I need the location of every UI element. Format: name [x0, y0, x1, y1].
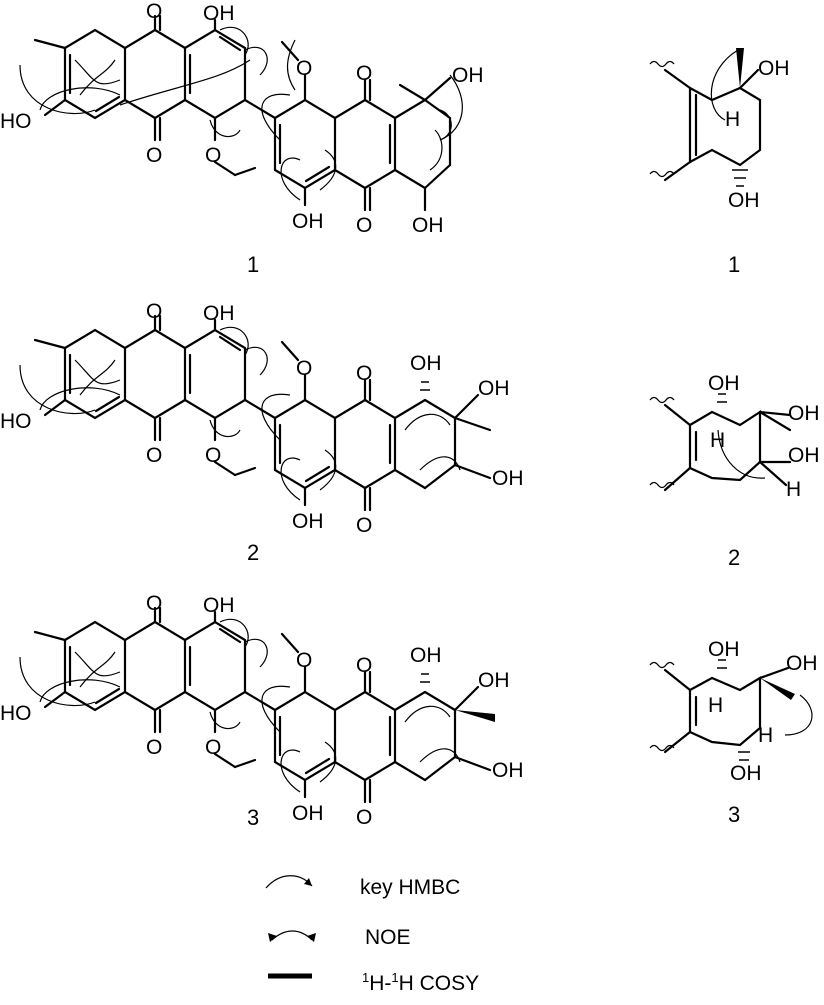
c1-o-bottom-left: O: [146, 144, 162, 167]
legend-hmbc-label: key HMBC: [360, 876, 460, 899]
compound-3-number: 3: [247, 805, 259, 830]
c3-oh-top: OH: [203, 594, 235, 617]
noe-legend-arrow: [271, 930, 313, 941]
hmbc-legend-arrow: [265, 875, 313, 889]
c2-o-top-left: O: [146, 300, 162, 323]
compound-1-structure: O O OH HO O O O O OH OH OH: [0, 0, 484, 237]
compound-1p-number: 1: [728, 252, 740, 277]
c2p-h-a: H: [710, 429, 725, 452]
c1-o-quinone-bottom: O: [356, 214, 372, 237]
c2-oh-top: OH: [203, 302, 235, 325]
compound-2-number: 2: [247, 540, 259, 565]
c2p-oh-a: OH: [708, 372, 740, 395]
cosy-sup-a: 1: [362, 970, 369, 985]
c2-o-methoxy-bottom: O: [205, 444, 221, 467]
c1-ho-left: HO: [0, 110, 32, 133]
c1-o-top-left: O: [146, 0, 162, 23]
c1-oh-ring-right: OH: [452, 64, 484, 87]
c1p-oh-a: OH: [758, 57, 790, 80]
c3p-h-a: H: [708, 694, 723, 717]
c3-oh-quinone-bottom: OH: [292, 802, 324, 825]
c2-oh-ring-c: OH: [492, 467, 524, 490]
c3-o-bottom-left: O: [146, 736, 162, 759]
c2-ho-left: HO: [0, 410, 32, 433]
c2-o-methoxy-top: O: [296, 357, 312, 380]
legend-noe-label: NOE: [365, 926, 411, 949]
c1-o-methoxy-top: O: [296, 57, 312, 80]
cosy-h-b: H COSY: [399, 972, 480, 995]
c3p-oh-a: OH: [708, 638, 740, 661]
compound-3p-number: 3: [728, 802, 740, 827]
compound-1-partial: OH OH H: [649, 48, 790, 212]
c3-o-methoxy-top: O: [296, 649, 312, 672]
c1-oh-top: OH: [203, 2, 235, 25]
c3-ho-left: HO: [0, 702, 32, 725]
c2-oh-quinone-bottom: OH: [292, 510, 324, 533]
compound-1-number: 1: [247, 252, 259, 277]
c2p-oh-b: OH: [788, 402, 820, 425]
c2p-oh-c: OH: [788, 444, 820, 467]
legend: key HMBC NOE 1H-1H COSY: [265, 875, 479, 995]
c3-o-methoxy-bottom: O: [205, 736, 221, 759]
c3-oh-ring-b: OH: [478, 669, 510, 692]
compound-2p-number: 2: [728, 545, 740, 570]
legend-cosy-label: 1H-1H COSY: [362, 970, 479, 995]
c1p-h: H: [725, 108, 740, 131]
compound-3-partial: OH OH OH H H: [649, 638, 818, 785]
c3-o-quinone-bottom: O: [356, 806, 372, 829]
c1-o-methoxy-bottom: O: [205, 144, 221, 167]
c1-oh-ring-bottom: OH: [412, 214, 444, 237]
c1-oh-quinone-bottom: OH: [292, 210, 324, 233]
c3p-oh-c: OH: [730, 762, 762, 785]
compound-3-structure: O O OH HO O O O O OH OH OH OH: [0, 592, 524, 829]
c2-o-bottom-left: O: [146, 444, 162, 467]
c2-o-quinone-top: O: [356, 362, 372, 385]
compound-2-partial: OH OH OH H H: [649, 372, 820, 501]
c1p-oh-b: OH: [728, 189, 760, 212]
c3-o-top-left: O: [146, 592, 162, 615]
c3p-h-b: H: [758, 724, 773, 747]
c2p-h-b: H: [786, 478, 801, 501]
c3-o-quinone-top: O: [356, 654, 372, 677]
cosy-sup-b: 1: [391, 970, 398, 985]
c3-oh-ring-c: OH: [492, 759, 524, 782]
cosy-h-a: H-: [369, 972, 391, 995]
c2-oh-ring-b: OH: [478, 377, 510, 400]
c3-oh-ring-a: OH: [410, 644, 442, 667]
c3p-oh-b: OH: [786, 652, 818, 675]
c2-o-quinone-bottom: O: [356, 514, 372, 537]
c1-o-quinone-top: O: [356, 62, 372, 85]
compound-2-structure: O O OH HO O O O O OH OH OH OH: [0, 300, 524, 537]
c2-oh-ring-a: OH: [410, 352, 442, 375]
